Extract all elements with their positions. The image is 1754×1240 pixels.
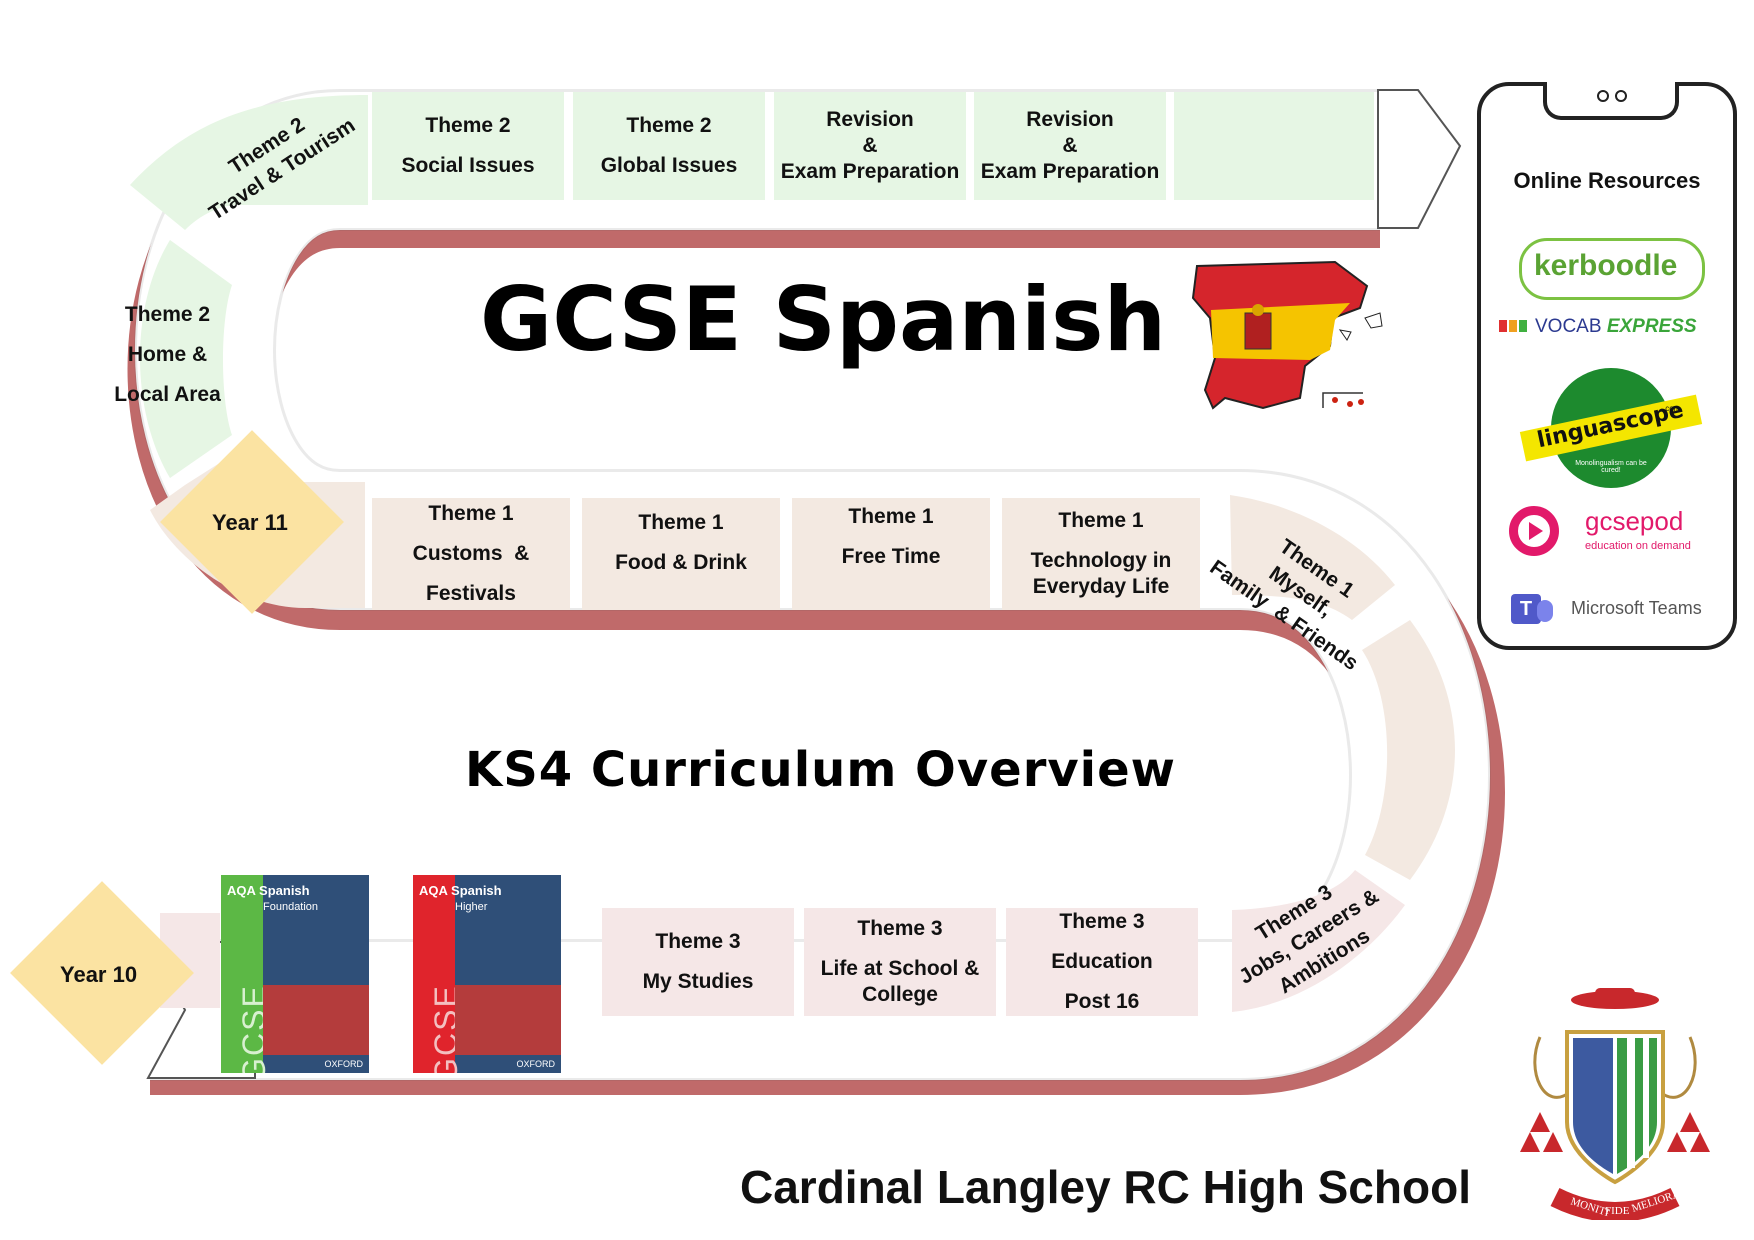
tile-food-drink: Theme 1 Food & Drink (582, 498, 780, 610)
curve-tile-top-left (130, 95, 368, 230)
tile-line: Food & Drink (615, 551, 747, 574)
aqa-spanish-higher-book: GCSE AQA Spanish Higher OXFORD (413, 875, 561, 1073)
tile-line: Everyday Life (1032, 575, 1170, 599)
tile-free-time: Theme 1 Free Time (792, 498, 990, 610)
road-end-arrow (1377, 89, 1462, 229)
tile-line: Theme 3 (655, 929, 741, 953)
tile-line: College (862, 983, 938, 1007)
tile-line: Theme 1 (848, 504, 934, 528)
tile-line: & (862, 133, 878, 157)
year-11-label: Year 11 (212, 510, 288, 535)
vocab-text: VOCAB (1535, 316, 1602, 337)
curve-tile-right-3 (1232, 870, 1405, 1012)
gcsepod-icon (1509, 506, 1559, 556)
tile-line: Theme 3 (857, 916, 943, 940)
tile-blank-end (1174, 92, 1374, 200)
tile-line: Post 16 (1064, 990, 1140, 1014)
page-title: GCSE Spanish (480, 268, 1167, 371)
tile-line: Theme 1 (1058, 508, 1144, 532)
tile-line: Theme 1 (638, 510, 724, 534)
aqa-spanish-foundation-book: GCSE AQA Spanish Foundation OXFORD (221, 875, 369, 1073)
tile-line: Life at School & (820, 956, 980, 980)
online-resources-phone: Online Resources kerboodle VOCAB EXPRESS… (1477, 82, 1737, 650)
book-brand: AQA (419, 883, 448, 898)
tile-line: My Studies (642, 970, 754, 993)
tile-global-issues: Theme 2 Global Issues (573, 92, 765, 200)
camera-dot (1597, 90, 1609, 102)
book-level: Foundation (263, 901, 319, 913)
tile-line: Customs & (412, 541, 530, 565)
tile-line: Social Issues (401, 154, 535, 177)
camera-dot (1615, 90, 1627, 102)
tile-line: Free Time (841, 545, 941, 568)
book-level: Higher (455, 901, 488, 913)
teams-text: Microsoft Teams (1571, 598, 1702, 618)
vocab-express-logo[interactable]: VOCAB EXPRESS (1499, 316, 1729, 342)
tile-line: Global Issues (600, 154, 738, 177)
teams-icon-person (1537, 600, 1553, 622)
tile-line: Festivals (426, 582, 516, 606)
tile-technology: Theme 1 Technology in Everyday Life (1002, 498, 1200, 610)
book-title: Spanish (259, 883, 310, 898)
tile-line: Home & (127, 342, 208, 366)
teams-icon: T (1511, 594, 1541, 624)
tile-line: Technology in (1030, 548, 1172, 572)
microsoft-teams-logo[interactable]: T Microsoft Teams (1511, 592, 1721, 632)
express-text: EXPRESS (1606, 316, 1697, 337)
tile-line: Local Area (114, 383, 221, 407)
tile-line: Education (1051, 949, 1153, 973)
tile-social-issues: Theme 2 Social Issues (372, 92, 564, 200)
vocab-squares (1499, 320, 1507, 332)
tile-line: Revision (826, 107, 914, 131)
tile-revision-1: Revision & Exam Preparation (774, 92, 966, 200)
gcsepod-text: gcsepod (1585, 506, 1684, 536)
tile-line: Theme 3 (1059, 909, 1145, 933)
linguascope-tagline: Monolingualism can be cured! (1575, 460, 1647, 474)
tile-line: & (1062, 133, 1078, 157)
school-name: Cardinal Langley RC High School (740, 1161, 1471, 1213)
book-photo (455, 985, 561, 1055)
curve-tile-left (140, 240, 232, 478)
book-spine (413, 875, 455, 1073)
spain-map-icon (1191, 260, 1383, 410)
gcsepod-tagline: education on demand (1585, 540, 1691, 552)
tile-line: Exam Preparation (980, 160, 1160, 184)
resources-heading: Online Resources (1513, 168, 1701, 193)
book-publisher: OXFORD (516, 1059, 555, 1069)
gcsepod-logo[interactable]: gcsepod education on demand (1509, 506, 1719, 576)
gcsepod-play (1529, 522, 1543, 540)
kerboodle-text: kerboodle (1534, 249, 1678, 282)
tile-line: Theme 2 (124, 302, 211, 326)
tile-customs-festivals: Theme 1 Customs & Festivals (372, 498, 570, 610)
curve-tile-right-1 (1230, 495, 1395, 620)
tile-line: Exam Preparation (780, 160, 960, 184)
tile-home-local-area: Theme 2 Home & Local Area (105, 295, 230, 415)
subtitle: KS4 Curriculum Overview (465, 742, 1177, 798)
tile-line: Theme 2 (425, 113, 511, 137)
book-brand: AQA (227, 883, 256, 898)
linguascope-logo[interactable]: linguascope Monolingualism can be cured!… (1519, 368, 1703, 488)
tile-line: Theme 2 (626, 113, 712, 137)
tile-revision-2: Revision & Exam Preparation (974, 92, 1166, 200)
book-spine (221, 875, 263, 1073)
tile-line: Theme 1 (428, 501, 514, 525)
linguascope-domain: .com (1663, 404, 1681, 413)
curve-tile-right-2 (1362, 620, 1455, 880)
phone-notch (1543, 82, 1679, 120)
book-photo (263, 985, 369, 1055)
tile-line: Revision (1026, 107, 1114, 131)
tile-life-at-school: Theme 3 Life at School & College (804, 908, 996, 1016)
crest-motto-word: FIDE (1605, 1205, 1630, 1217)
year-10-label: Year 10 (60, 962, 138, 987)
tile-my-studies: Theme 3 My Studies (602, 908, 794, 1016)
book-publisher: OXFORD (324, 1059, 363, 1069)
school-crest-icon: MONITI FIDE MELIORA (1520, 988, 1710, 1220)
kerboodle-logo[interactable]: kerboodle (1519, 238, 1705, 300)
tile-education-post16: Theme 3 Education Post 16 (1006, 908, 1198, 1016)
book-title: Spanish (451, 883, 502, 898)
